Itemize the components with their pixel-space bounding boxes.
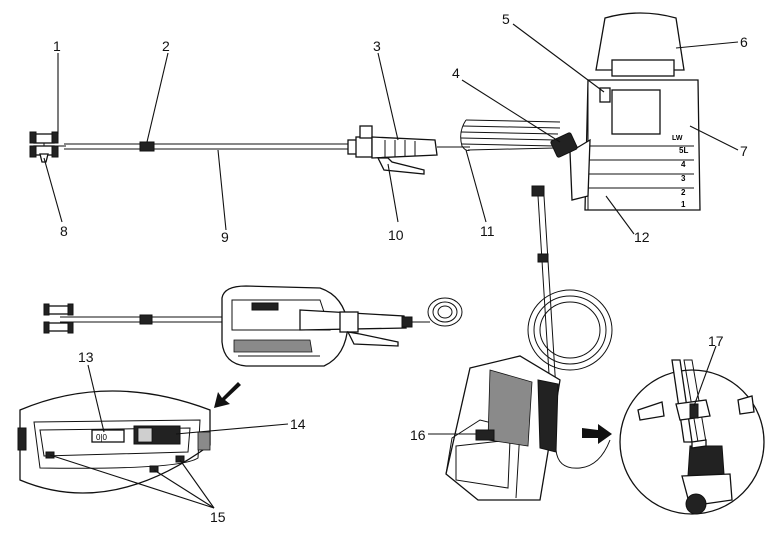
callout-15: 15 — [210, 509, 226, 525]
callout-14: 14 — [290, 416, 306, 432]
callout-9: 9 — [221, 229, 229, 245]
tank-scale-mark: 1 — [681, 200, 686, 209]
callout-11: 11 — [480, 223, 495, 239]
callout-4: 4 — [452, 65, 460, 81]
callout-8: 8 — [60, 223, 68, 239]
callout-1: 1 — [53, 38, 61, 54]
detail-arrow-right-icon — [582, 424, 612, 444]
detail-arrow-icon — [214, 382, 241, 408]
callout-16: 16 — [410, 427, 426, 443]
tank-scale-mark: 3 — [681, 174, 686, 183]
callout-7: 7 — [740, 143, 748, 159]
callout-5: 5 — [502, 11, 510, 27]
tank-scale-mark: 5L — [679, 146, 688, 155]
callout-3: 3 — [373, 38, 381, 54]
callout-2: 2 — [162, 38, 170, 54]
power-switch-label: 0|0 — [96, 433, 108, 442]
tank-scale-mark: 2 — [681, 188, 686, 197]
tank-logo: LW — [672, 135, 683, 142]
nozzle-head — [29, 131, 66, 163]
callout-10: 10 — [388, 227, 404, 243]
callout-13: 13 — [78, 349, 94, 365]
leader-lines — [43, 23, 739, 509]
clip-detail-circle — [619, 359, 765, 515]
control-panel-detail: 0|0 — [17, 390, 211, 494]
spray-lance-assembly: LW 5L 4 3 2 1 — [29, 12, 701, 211]
callout-12: 12 — [634, 229, 650, 245]
callout-17: 17 — [708, 333, 724, 349]
lance-tube — [64, 141, 350, 152]
assembled-side-view — [43, 285, 463, 367]
stored-unit-view — [445, 185, 613, 501]
spray-gun — [347, 125, 470, 175]
coiled-hose — [460, 119, 561, 151]
tank: LW 5L 4 3 2 1 — [550, 12, 701, 211]
callout-labels: 1 2 3 4 5 6 7 8 9 10 11 12 13 14 15 16 1… — [53, 11, 748, 525]
callout-6: 6 — [740, 34, 748, 50]
tank-scale-mark: 4 — [681, 160, 686, 169]
